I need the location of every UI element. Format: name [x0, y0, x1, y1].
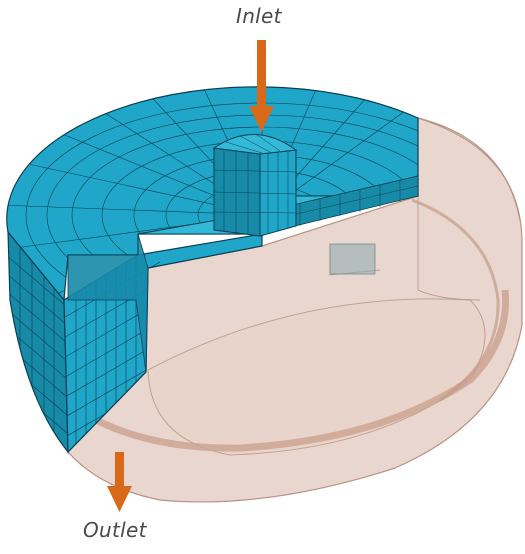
- mesh-top-face: [6, 86, 419, 302]
- mesh-outlet-duct: [67, 233, 149, 373]
- transparent-top-rim: [417, 117, 521, 221]
- transparent-channel-block: [329, 243, 376, 275]
- mesh-inlet-riser: [212, 133, 298, 237]
- inlet-arrow: [249, 40, 274, 132]
- transparent-inner-ring: [411, 198, 500, 402]
- transparent-housing: [67, 117, 523, 503]
- transparent-groove-ring: [73, 289, 510, 452]
- inlet-label: Inlet: [236, 4, 282, 28]
- outlet-arrow: [107, 452, 132, 512]
- outlet-label: Outlet: [83, 518, 147, 542]
